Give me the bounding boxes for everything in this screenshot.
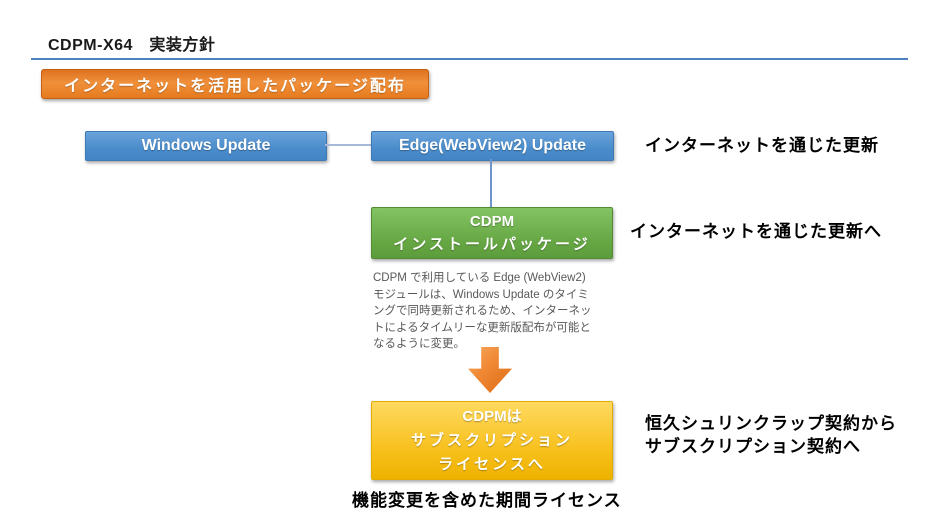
box-cdpm-install-package: CDPM インストールパッケージ — [371, 207, 613, 259]
description-line: モジュールは、Windows Update のタイミ — [373, 288, 589, 301]
annotation-update-via-internet: インターネットを通じた更新 — [645, 136, 879, 155]
box-edge-webview2-update: Edge(WebView2) Update — [371, 131, 614, 161]
box-cdpm-subscription-license: CDPMは サブスクリプション ライセンスへ — [371, 401, 613, 480]
annotation-contract-change: 恒久シュリンクラップ契約から サブスクリプション契約へ — [645, 412, 897, 458]
description-line: ングで同時更新されるため、インターネッ — [373, 305, 592, 317]
annotation-contract-change-line1: 恒久シュリンクラップ契約から — [645, 414, 897, 433]
box-windows-update: Windows Update — [85, 131, 327, 161]
connector-windows-to-edge — [325, 144, 371, 146]
banner-internet-package-distribution: インターネットを活用したパッケージ配布 — [41, 69, 429, 99]
box-cdpm-install-package-line2: インストールパッケージ — [393, 236, 591, 253]
annotation-update-via-internet-to: インターネットを通じた更新へ — [630, 222, 882, 241]
description-line: CDPM で利用している Edge (WebView2) — [373, 272, 586, 284]
box-windows-update-label: Windows Update — [141, 137, 271, 154]
box-cdpm-subscription-line2: サブスクリプション — [410, 431, 573, 449]
bottom-note-period-license: 機能変更を含めた期間ライセンス — [352, 491, 622, 510]
box-cdpm-subscription-line1: CDPMは — [462, 407, 522, 425]
box-cdpm-install-package-line1: CDPM — [469, 213, 515, 230]
description-line: なるように変更。 — [373, 338, 465, 350]
description-text: CDPM で利用している Edge (WebView2) モジュールは、Wind… — [373, 270, 635, 353]
description-line: トによるタイムリーな更新版配布が可能と — [373, 321, 591, 334]
title-underline — [31, 58, 908, 60]
page-title: CDPM-X64 実装方針 — [48, 37, 216, 54]
annotation-contract-change-line2: サブスクリプション契約へ — [645, 437, 861, 456]
connector-edge-to-cdpm — [490, 159, 492, 207]
box-edge-webview2-update-label: Edge(WebView2) Update — [399, 137, 586, 154]
down-arrow-icon — [468, 347, 512, 393]
box-cdpm-subscription-line3: ライセンスへ — [438, 455, 546, 473]
